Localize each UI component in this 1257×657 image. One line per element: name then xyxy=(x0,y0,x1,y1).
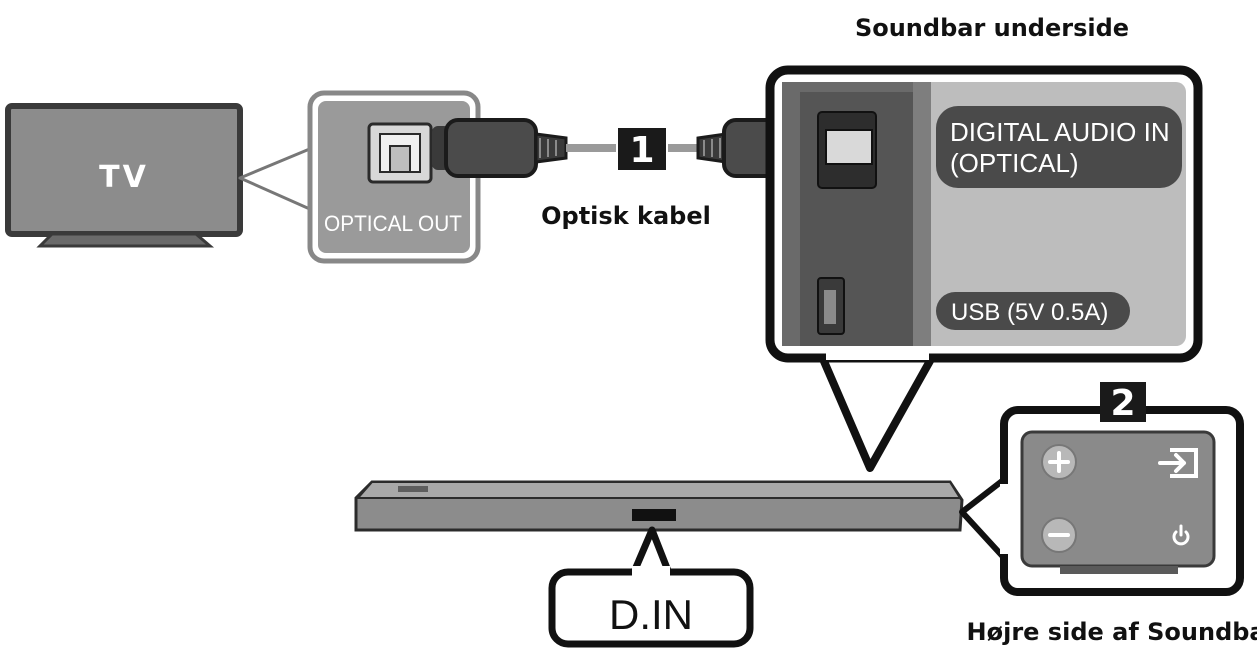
source-input-icon xyxy=(1158,448,1198,478)
power-button[interactable] xyxy=(1172,524,1190,546)
d-in-callout: D.IN xyxy=(548,526,754,648)
right-side-title: Højre side af Soundbar xyxy=(967,618,1257,646)
usb-port-icon xyxy=(817,277,845,335)
volume-up-button[interactable] xyxy=(1041,444,1077,480)
optical-port-icon xyxy=(367,122,433,184)
usb-label: USB (5V 0.5A) xyxy=(951,299,1108,326)
step-badge-2-number: 2 xyxy=(1110,383,1135,424)
step-badge-1-number: 1 xyxy=(629,130,654,171)
soundbar xyxy=(354,480,964,532)
soundbar-underside-panel: DIGITAL AUDIO IN (OPTICAL) USB (5V 0.5A) xyxy=(765,65,1203,472)
soundbar-underside-title: Soundbar underside xyxy=(855,14,1129,42)
tv-stand xyxy=(36,232,215,248)
usb-pill xyxy=(936,292,1130,330)
step-badge-2: 2 xyxy=(1100,382,1146,424)
digital-audio-in-label: DIGITAL AUDIO IN xyxy=(950,117,1170,147)
d-in-port xyxy=(632,509,676,521)
step-badge-1: 1 xyxy=(618,128,666,171)
source-button[interactable] xyxy=(1158,448,1198,478)
d-in-label: D.IN xyxy=(609,591,693,638)
right-side-panel xyxy=(959,406,1244,596)
optical-out-label: OPTICAL OUT xyxy=(324,211,462,236)
digital-audio-in-jack-icon xyxy=(817,111,877,189)
soundbar-logo xyxy=(398,486,428,492)
power-icon xyxy=(1172,524,1190,546)
digital-audio-in-sublabel: (OPTICAL) xyxy=(950,148,1079,178)
tv-label: TV xyxy=(99,160,149,195)
optical-cable-label: Optisk kabel xyxy=(541,202,711,230)
volume-down-button[interactable] xyxy=(1041,517,1077,553)
tv-callout-pointer xyxy=(238,146,314,212)
digital-audio-in-pill xyxy=(936,106,1182,188)
plus-icon xyxy=(1048,451,1070,473)
tv: TV xyxy=(5,103,243,248)
